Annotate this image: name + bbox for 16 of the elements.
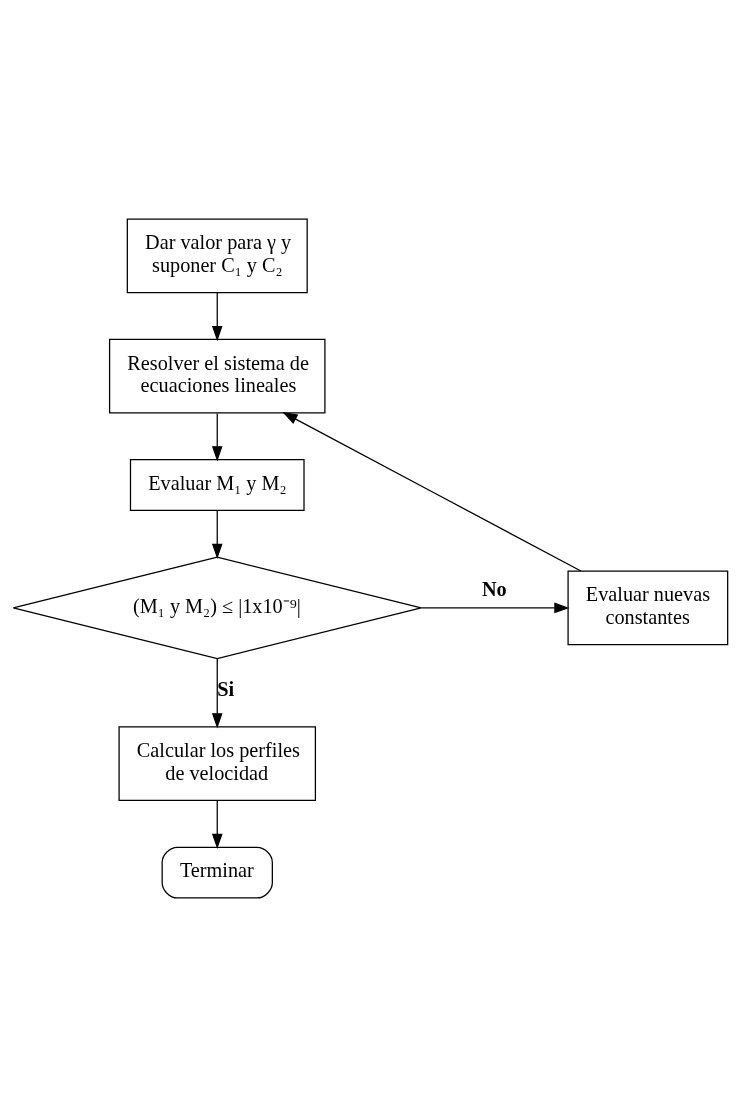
node-box: Evaluar M₁ y M₂ xyxy=(129,459,305,511)
arrow xyxy=(211,510,223,559)
node-box: Resolver el sistema de ecuaciones lineales xyxy=(108,338,326,414)
node-box: Terminar xyxy=(161,846,273,899)
arrow xyxy=(211,658,223,729)
node-box: Evaluar nuevas constantes xyxy=(567,570,729,646)
node-box: Calcular los perfiles de velocidad xyxy=(118,726,317,802)
arrow xyxy=(211,412,223,462)
edge-label: No xyxy=(481,578,507,601)
arrow xyxy=(211,800,223,849)
node-diamond: (M₁ y M₂) ≤ |1x10⁻⁹| xyxy=(12,556,422,660)
arrow xyxy=(420,602,570,614)
arrow xyxy=(282,412,582,572)
edge-label: Si xyxy=(217,678,235,701)
node-box: Dar valor para γ y suponer C₁ y C₂ xyxy=(126,218,308,294)
arrow xyxy=(211,292,223,342)
